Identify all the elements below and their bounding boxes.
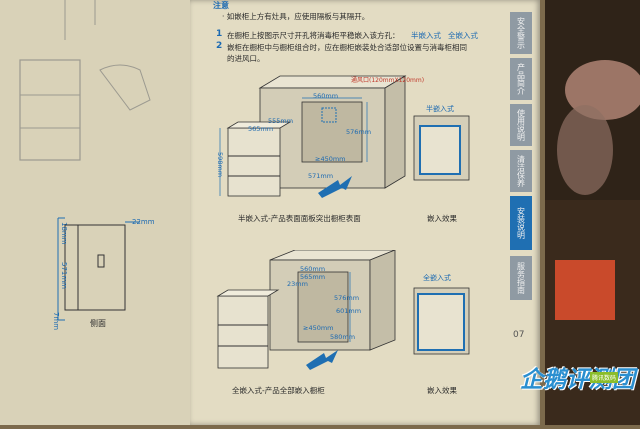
step-2-number: 2 [216, 41, 223, 51]
watermark-badge: 腾讯数码 [590, 372, 619, 383]
step-1-text: 在橱柜上按图示尺寸开孔将消毒柜平稳嵌入该方孔： [227, 31, 400, 40]
step-1-option-full: 全嵌入式 [448, 31, 478, 40]
tab-safety[interactable]: 安全警示 [510, 12, 532, 54]
tab-intro[interactable]: 产品简介 [510, 58, 532, 100]
bottom-dim-580: 580mm [330, 333, 356, 341]
top-dim-565: 565mm [248, 125, 274, 133]
top-dim-450: ≥450mm [315, 155, 346, 163]
top-dim-576: 576mm [346, 128, 372, 136]
step-1-option-semi: 半嵌入式 [411, 31, 441, 40]
bottom-dim-450: ≥450mm [303, 324, 334, 332]
side-view-caption: 侧面 [90, 319, 106, 328]
top-dim-555: 555mm [268, 117, 294, 125]
tab-cleaning[interactable]: 清洁保养 [510, 150, 532, 192]
bottom-dim-576: 576mm [334, 294, 360, 302]
background-decor [545, 0, 640, 425]
bottom-diagram-caption: 全嵌入式-产品全部嵌入橱柜 [232, 386, 325, 395]
side-dim-18: 18mm [60, 222, 68, 245]
full-effect-figure [413, 287, 470, 355]
left-page [0, 0, 190, 425]
semi-effect-tag: 半嵌入式 [426, 105, 454, 113]
full-effect-tag: 全嵌入式 [423, 274, 451, 282]
semi-embedded-diagram [219, 75, 407, 198]
vent-label: 通风口(120mmX120mm) [351, 77, 425, 84]
step-2-text: 嵌柜在橱柜中与橱柜组合时，应在橱柜嵌装处合适部位设置与消毒柜相同 [227, 43, 467, 52]
tab-usage[interactable]: 使用说明 [510, 104, 532, 146]
full-embedded-diagram [216, 250, 396, 370]
bottom-dim-560: 560mm [300, 265, 326, 273]
bottom-dim-23: 23mm [287, 280, 308, 288]
note-heading: 注意 [213, 1, 229, 10]
top-dim-571: 571mm [308, 172, 334, 180]
side-dim-7: 7mm [52, 312, 60, 331]
semi-effect-caption: 嵌入效果 [427, 214, 457, 223]
flower-decor [545, 60, 640, 425]
top-dim-598: 598mm [216, 152, 224, 178]
page-number: 07 [513, 330, 525, 340]
side-dim-22: 22mm [132, 218, 155, 226]
tab-service[interactable]: 服务指南 [510, 256, 532, 300]
note-line: · 如嵌柜上方有灶具，应使用隔板与其隔开。 [222, 12, 370, 21]
bottom-dim-601: 601mm [336, 307, 362, 315]
step-2-text-cont: 的进风口。 [227, 54, 265, 63]
side-dim-571: 571mm [60, 262, 68, 289]
top-diagram-caption: 半嵌入式-产品表面面板突出橱柜表面 [238, 214, 361, 223]
full-effect-caption: 嵌入效果 [427, 386, 457, 395]
semi-effect-figure [413, 115, 470, 181]
step-1-number: 1 [216, 29, 223, 39]
bottom-dim-565: 565mm [300, 273, 326, 281]
previous-page-illustration [19, 0, 151, 321]
top-dim-560: 560mm [313, 92, 339, 100]
tab-installation[interactable]: 安装说明 [510, 196, 532, 250]
